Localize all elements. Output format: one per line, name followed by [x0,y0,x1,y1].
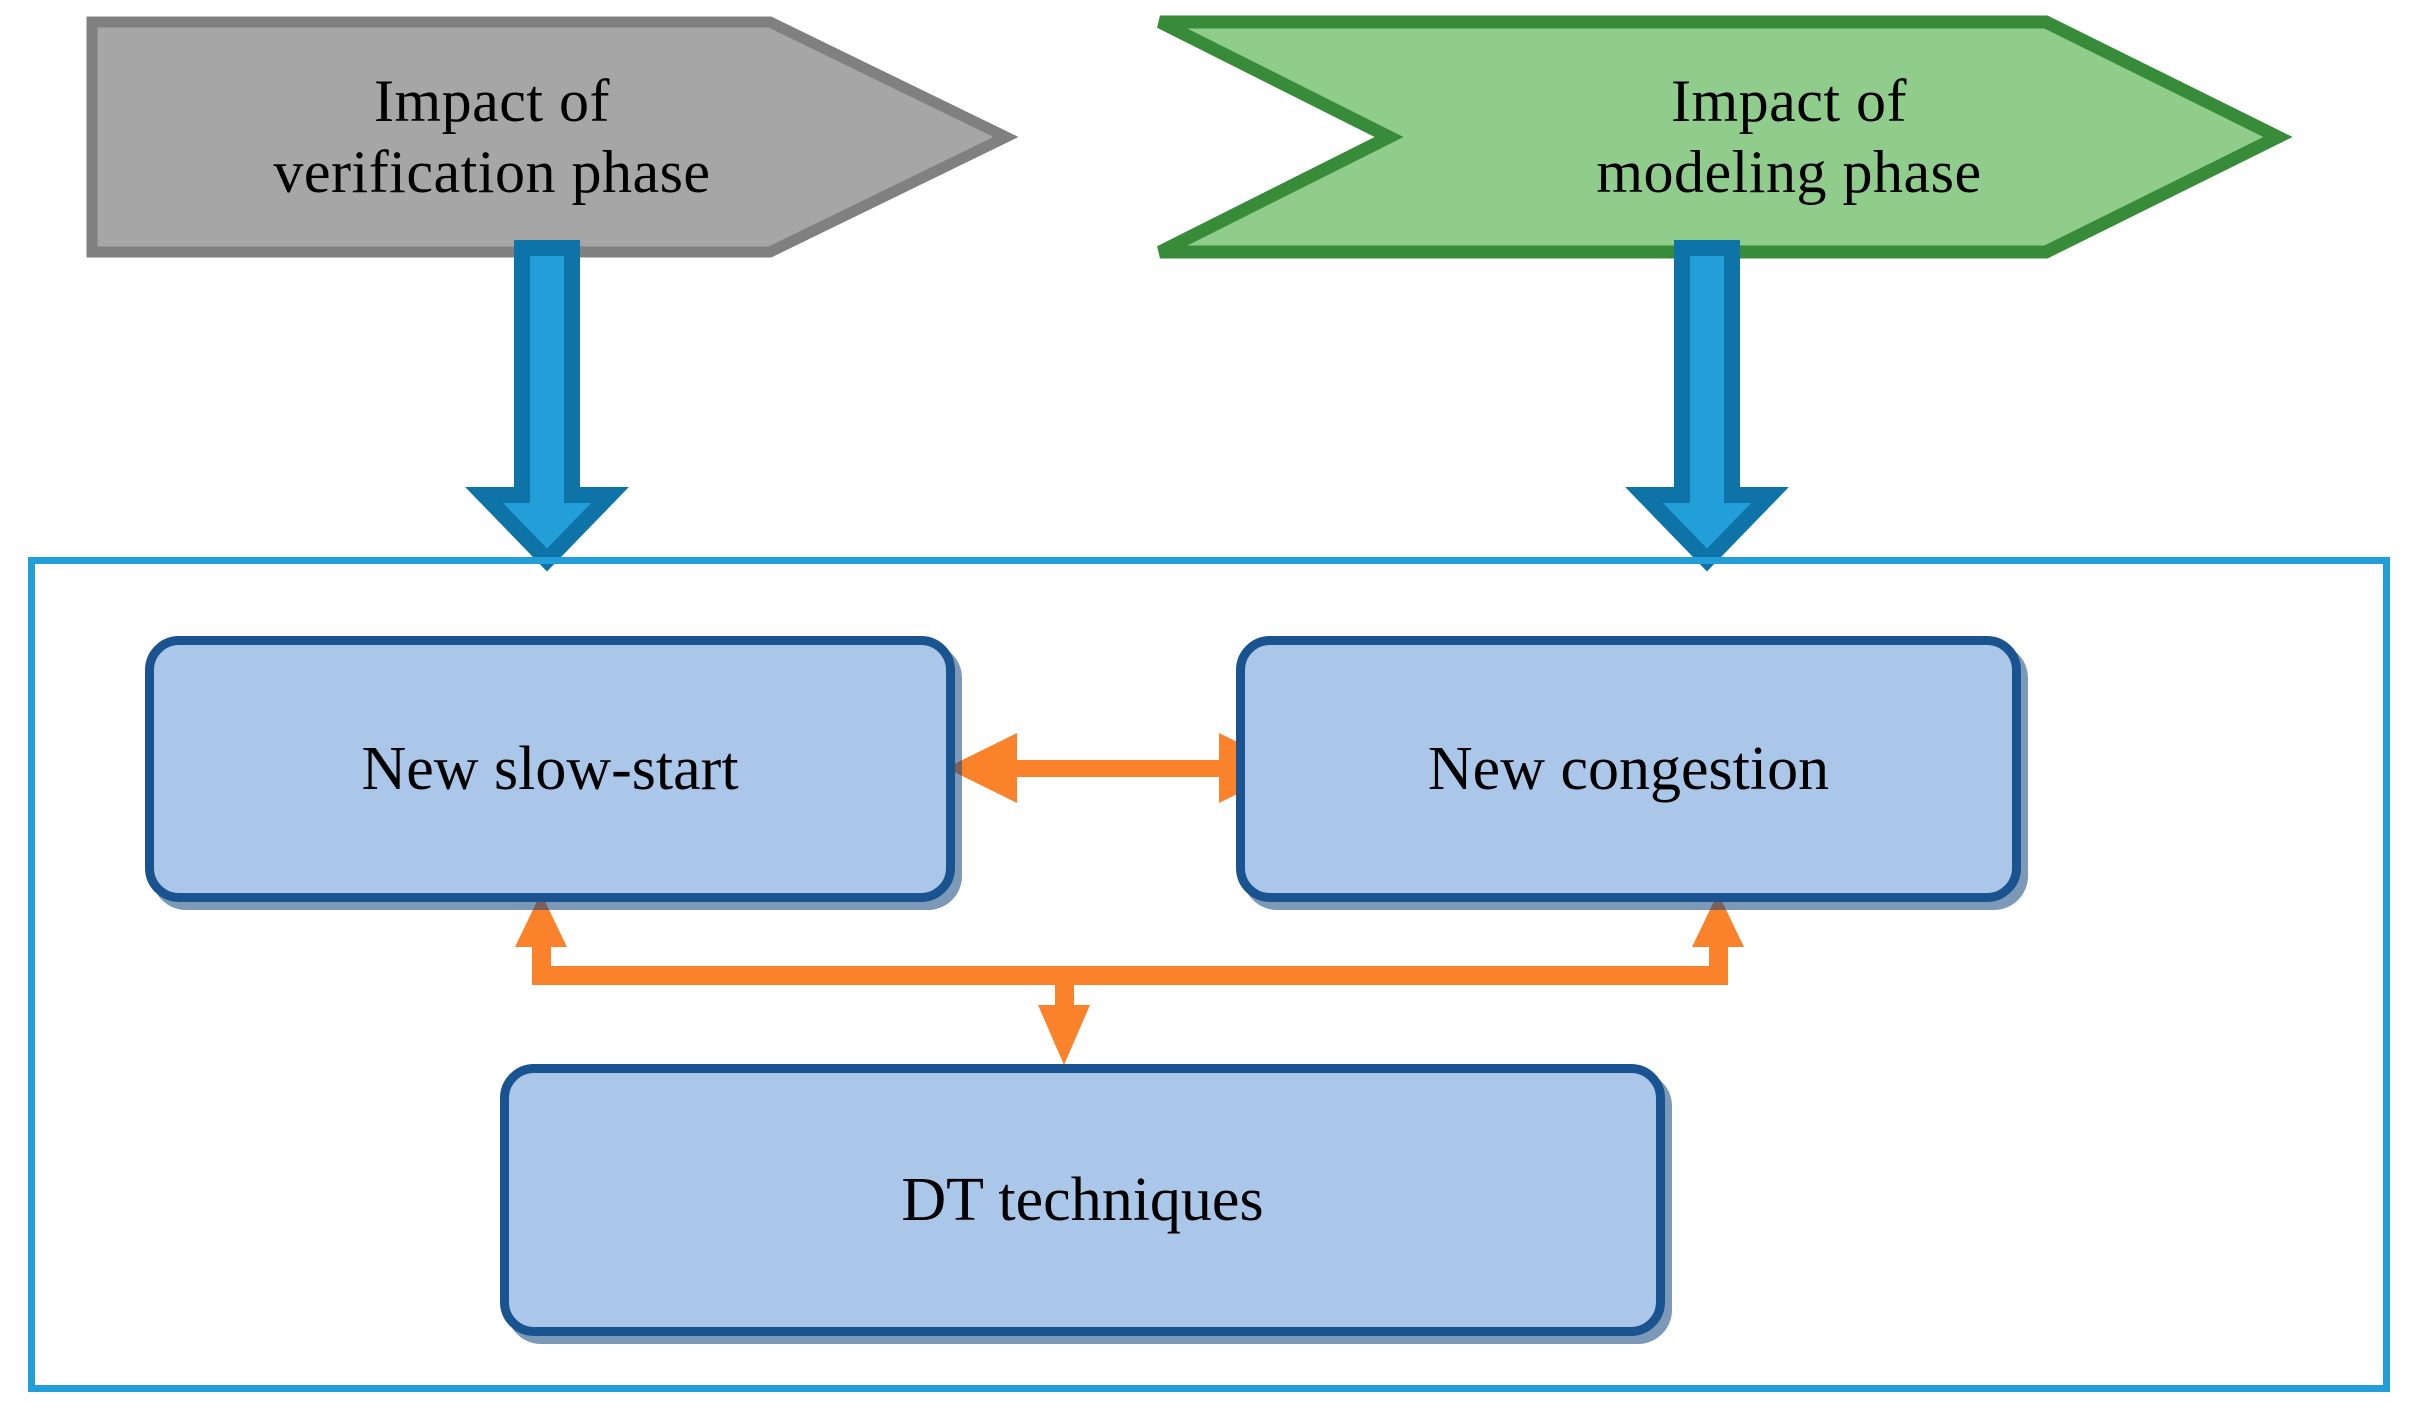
node-new-congestion[interactable]: New congestion [1236,636,2021,902]
modeling-to-container-arrow [1625,240,1789,572]
modeling-phase-line1: Impact of [1670,68,1908,135]
node-dt-techniques-label: DT techniques [901,1165,1264,1234]
verification-phase-line1: Impact of [373,68,611,135]
verification-phase-line2: verification phase [273,139,711,205]
modeling-phase-label: Impact of modeling phase [1389,22,2189,252]
node-new-slow-start-label: New slow-start [361,734,739,803]
verification-to-container-arrow [465,240,629,572]
node-dt-techniques[interactable]: DT techniques [500,1064,1665,1336]
modeling-phase-line2: modeling phase [1596,139,1982,205]
verification-phase-label: Impact of verification phase [92,22,892,252]
system-container-box [28,557,2390,1392]
node-new-congestion-label: New congestion [1427,734,1830,803]
node-new-slow-start[interactable]: New slow-start [145,636,955,902]
